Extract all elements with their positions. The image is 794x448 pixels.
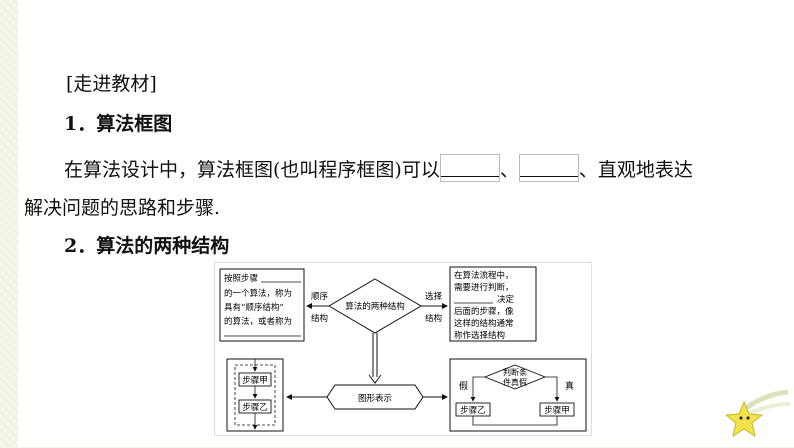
- condition-diamond: [483, 364, 547, 390]
- selection-label-1: 选择: [425, 291, 443, 302]
- down-arrow-head: [368, 374, 382, 384]
- paragraph-text-end: 、直观地表达: [578, 159, 693, 181]
- right-box-line-5: 这样的结构通常: [454, 318, 514, 329]
- left-box-line-3: 具有“顺序结构”: [224, 302, 284, 313]
- true-label: 真: [565, 380, 574, 392]
- heading-flowchart: 1．算法框图: [64, 113, 173, 135]
- sequence-step-b: 步骤乙: [242, 403, 268, 413]
- paragraph-line-2: 解决问题的思路和步骤.: [24, 197, 221, 219]
- false-label: 假: [459, 381, 468, 392]
- false-branch-arrow: [470, 376, 485, 402]
- left-box-line-4: 的算法，或者称为: [224, 316, 292, 327]
- graphic-representation-label: 图形表示: [358, 393, 392, 404]
- paragraph-line-1: 在算法设计中，算法框图(也叫程序框图)可以 、 、直观地表达: [64, 154, 693, 182]
- true-branch-arrow: [545, 376, 560, 402]
- selection-label-2: 结构: [425, 313, 442, 324]
- selection-step-b: 步骤乙: [460, 406, 486, 416]
- section-tag: [走进教材]: [66, 73, 157, 95]
- star-decoration-icon: [724, 388, 791, 448]
- merge-line: [472, 416, 558, 426]
- diagram-svg: 按照步骤 的一个算法，称为 具有“顺序结构” 的算法，或者称为 顺序 结构 算法…: [219, 266, 587, 432]
- selection-step-a: 步骤甲: [544, 406, 570, 416]
- fill-blank-2[interactable]: [518, 154, 579, 182]
- paragraph-text: 在算法设计中，算法框图(也叫程序框图)可以: [64, 159, 440, 181]
- condition-line-1: 判断条: [503, 367, 527, 377]
- sequence-step-a: 步骤甲: [242, 376, 268, 386]
- sequence-label-2: 结构: [311, 313, 328, 324]
- sequence-label-1: 顺序: [311, 291, 329, 302]
- diamond-label: 算法的两种结构: [345, 301, 405, 312]
- algorithm-structure-diagram: 按照步骤 的一个算法，称为 具有“顺序结构” 的算法，或者称为 顺序 结构 算法…: [214, 262, 592, 436]
- left-box-line-1: 按照步骤: [224, 273, 259, 284]
- right-box-line-2: 需要进行判断，: [454, 282, 514, 293]
- right-box-line-1: 在算法流程中，: [454, 270, 514, 281]
- sequence-definition-box: [219, 268, 305, 342]
- separator: 、: [499, 159, 519, 181]
- structures-diamond: [328, 278, 422, 334]
- left-box-line-2: 的一个算法，称为: [224, 288, 292, 299]
- fill-blank-1[interactable]: [439, 154, 500, 182]
- right-box-line-4: 后面的步骤，像: [454, 306, 514, 317]
- condition-line-2: 件真假: [503, 377, 527, 387]
- selection-definition-box: [449, 266, 537, 342]
- right-box-line-6: 称作选择结构: [454, 330, 505, 341]
- right-box-line-3: 决定: [497, 294, 515, 305]
- heading-two-structures: 2．算法的两种结构: [64, 235, 230, 257]
